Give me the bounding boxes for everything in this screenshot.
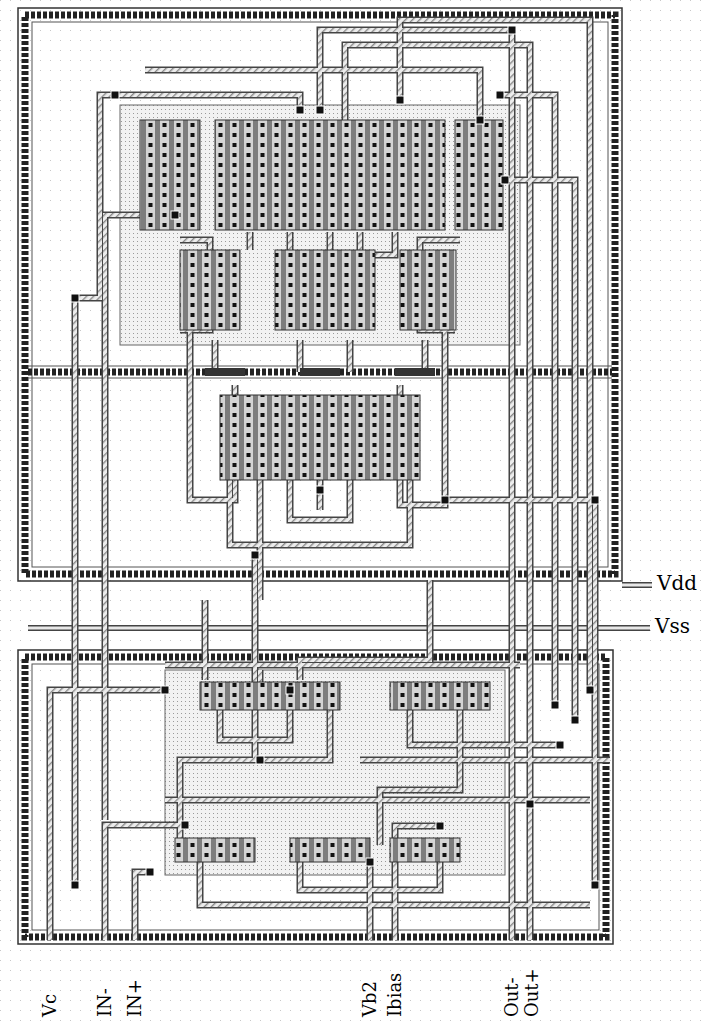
pin-label: IN+ [126,978,144,1018]
pin-label: Vdd [656,573,698,593]
pin-label: Out+ [523,967,541,1018]
pin-label: Out- [503,976,521,1018]
pin-label: Vss [654,616,691,636]
pin-label: Vc [41,993,59,1018]
pin-label: IN- [96,987,114,1018]
pin-label: Ibias [386,972,404,1018]
pin-label: Vb2 [361,980,379,1018]
